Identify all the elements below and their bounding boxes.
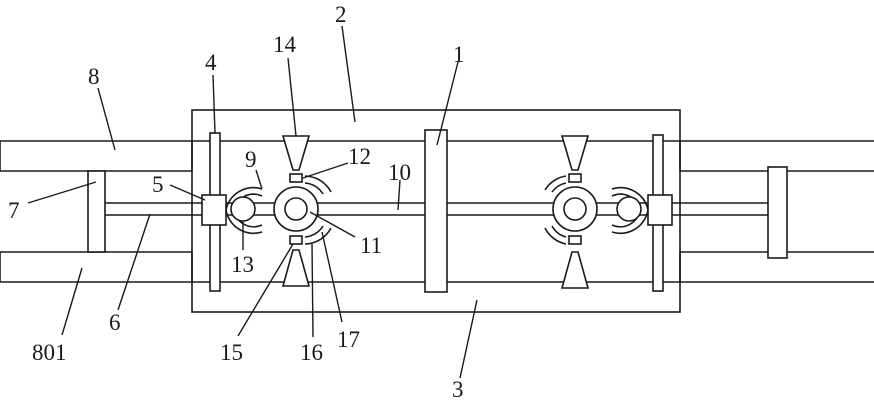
center-block — [425, 130, 447, 292]
left-slider-block — [202, 195, 226, 225]
label-2: 2 — [335, 2, 347, 27]
label-9: 9 — [245, 147, 257, 172]
label-1: 1 — [453, 42, 465, 67]
right-slider-block — [648, 195, 672, 225]
label-6: 6 — [109, 310, 121, 335]
label-11: 11 — [360, 233, 382, 258]
label-3: 3 — [452, 377, 464, 401]
label-8: 8 — [88, 64, 100, 89]
left-upper-pipe — [0, 141, 192, 171]
label-13: 13 — [231, 252, 254, 277]
left-lower-pipe — [0, 252, 192, 282]
label-16: 16 — [300, 340, 323, 365]
right-end-block — [768, 167, 787, 258]
label-4: 4 — [205, 50, 217, 75]
label-12: 12 — [348, 144, 371, 169]
label-5: 5 — [152, 172, 164, 197]
label-7: 7 — [8, 198, 20, 223]
label-17: 17 — [337, 327, 360, 352]
label-801: 801 — [32, 340, 67, 365]
label-14: 14 — [273, 32, 297, 57]
right-mechanism — [545, 136, 648, 288]
label-15: 15 — [220, 340, 243, 365]
label-10: 10 — [388, 160, 411, 185]
